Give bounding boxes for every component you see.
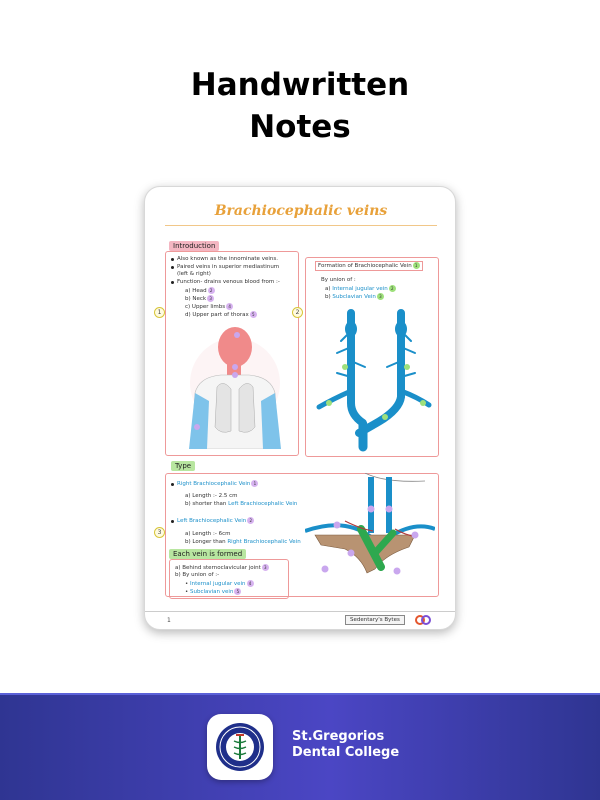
intro-marker: 1 [154, 307, 165, 318]
type-heading: Type [171, 461, 196, 471]
thorax-body-illustration [189, 327, 281, 449]
brand-logo-icon [415, 615, 431, 625]
right-vein-comparison: b) shorter than Left Brachiocephalic Vei… [185, 501, 298, 507]
page-number: 1 [167, 617, 171, 624]
vein-formation-diagram [316, 309, 432, 452]
sternoclavicular-diagram [305, 473, 435, 575]
college-seal-icon [216, 723, 264, 771]
banner-top-line [0, 693, 600, 695]
intro-point-2: Paired veins in superior mediastinum [177, 264, 280, 270]
intro-box [165, 251, 299, 456]
type-box [165, 473, 439, 597]
college-name-line-2: Dental College [292, 745, 400, 760]
bullet [171, 483, 174, 486]
note-title: Brachiocephalic veins [214, 203, 388, 219]
college-name: St.Gregorios Dental College [292, 729, 399, 761]
bullet [171, 281, 174, 284]
intro-heading: Introduction [169, 241, 220, 251]
college-app-icon[interactable] [207, 714, 273, 780]
left-vein-length: a) Length :- 6cm [185, 531, 231, 537]
note-footer: 1 Sedentary's Bytes [145, 611, 455, 629]
each-vein-heading: Each vein is formed [169, 549, 247, 559]
bullet [171, 266, 174, 269]
each-vein-union: b) By union of :- [175, 572, 220, 578]
title-underline [165, 225, 437, 226]
bullet [171, 520, 174, 523]
headline-line-2: Notes [249, 109, 351, 145]
college-name-line-1: St.Gregorios [292, 729, 385, 744]
formation-marker: 2 [292, 307, 303, 318]
formation-union-label: By union of : [321, 277, 356, 283]
intro-point-4: Function- drains venous blood from :- [177, 279, 280, 285]
page-headline: Handwritten Notes [0, 64, 600, 148]
bullet [171, 258, 174, 261]
notes-preview-card[interactable]: Brachiocephalic veins Introduction 1 Als… [144, 186, 456, 630]
college-banner: St.Gregorios Dental College [0, 693, 600, 800]
left-vein-comparison: b) Longer than Right Brachiocephalic Vei… [185, 539, 301, 545]
formation-box [305, 257, 439, 457]
each-vein-box [169, 559, 289, 599]
headline-line-1: Handwritten [190, 67, 410, 103]
right-vein-length: a) Length :- 2.5 cm [185, 493, 238, 499]
footer-brand-label: Sedentary's Bytes [345, 615, 405, 625]
intro-point-3: (left & right) [177, 271, 211, 277]
type-marker: 3 [154, 527, 165, 538]
intro-point-1: Also known as the innominate veins. [177, 256, 278, 262]
